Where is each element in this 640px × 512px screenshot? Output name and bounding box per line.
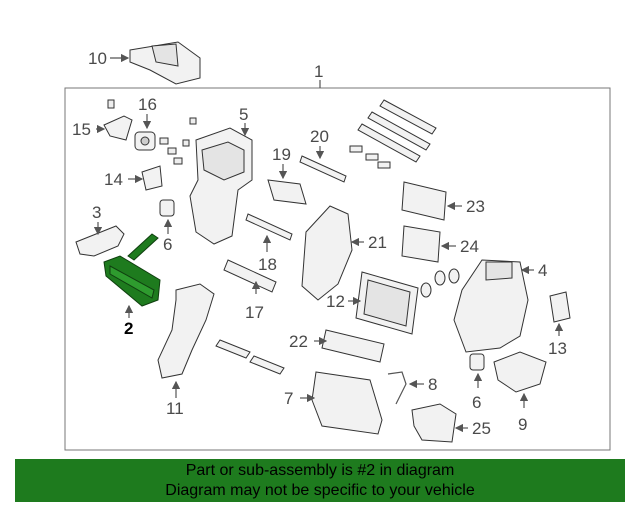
part-15[interactable] xyxy=(103,115,133,141)
callout-18[interactable]: 18 xyxy=(258,255,277,274)
footer-line-2: Diagram may not be specific to your vehi… xyxy=(165,482,475,499)
part-22[interactable] xyxy=(321,329,385,363)
callout-6a[interactable]: 6 xyxy=(163,235,172,254)
callout-23[interactable]: 23 xyxy=(466,197,485,216)
part-13[interactable] xyxy=(549,291,571,323)
part-16[interactable] xyxy=(134,131,156,151)
part-9[interactable] xyxy=(493,351,547,393)
part-18[interactable] xyxy=(245,213,293,241)
callout-16[interactable]: 16 xyxy=(138,95,157,114)
o-rings xyxy=(420,268,460,298)
callout-12[interactable]: 12 xyxy=(326,292,345,311)
part-25[interactable] xyxy=(411,403,457,443)
gaskets xyxy=(215,339,285,375)
part-3[interactable] xyxy=(75,225,125,257)
callout-6b[interactable]: 6 xyxy=(472,393,481,412)
callout-1[interactable]: 1 xyxy=(314,62,323,81)
part-14[interactable] xyxy=(141,165,163,191)
callout-9[interactable]: 9 xyxy=(518,415,527,434)
part-21[interactable] xyxy=(301,205,353,301)
callout-5[interactable]: 5 xyxy=(239,105,248,124)
seal-strips xyxy=(349,99,437,169)
part-17[interactable] xyxy=(223,259,277,293)
part-2-highlight[interactable] xyxy=(103,233,161,307)
callout-14[interactable]: 14 xyxy=(104,170,123,189)
callout-3[interactable]: 3 xyxy=(92,203,101,222)
part-7[interactable] xyxy=(311,371,383,435)
part-6b[interactable] xyxy=(469,353,485,371)
callout-25[interactable]: 25 xyxy=(472,419,491,438)
part-5[interactable] xyxy=(189,127,253,245)
part-10[interactable] xyxy=(129,41,201,85)
part-12[interactable] xyxy=(355,271,419,335)
part-24[interactable] xyxy=(401,225,441,263)
callout-8[interactable]: 8 xyxy=(428,375,437,394)
part-20[interactable] xyxy=(299,155,347,183)
callout-11[interactable]: 11 xyxy=(166,399,184,418)
part-19[interactable] xyxy=(267,179,307,205)
footer-line-1: Part or sub-assembly is #2 in diagram xyxy=(185,462,455,479)
callout-19[interactable]: 19 xyxy=(272,145,291,164)
part-4[interactable] xyxy=(453,259,529,353)
callout-10[interactable]: 10 xyxy=(88,49,107,68)
callout-15[interactable]: 15 xyxy=(72,120,91,139)
callout-4[interactable]: 4 xyxy=(538,261,547,280)
part-11[interactable] xyxy=(157,283,215,379)
callout-13[interactable]: 13 xyxy=(548,339,567,358)
part-6a[interactable] xyxy=(159,199,175,217)
callout-24[interactable]: 24 xyxy=(460,237,479,256)
fasteners xyxy=(107,99,197,165)
callout-17[interactable]: 17 xyxy=(245,303,264,322)
part-23[interactable] xyxy=(401,181,447,221)
part-8[interactable] xyxy=(387,371,407,405)
callout-7[interactable]: 7 xyxy=(284,389,293,408)
callout-22[interactable]: 22 xyxy=(289,332,308,351)
callout-20[interactable]: 20 xyxy=(310,127,329,146)
callout-2[interactable]: 2 xyxy=(124,319,133,338)
assembly-frame xyxy=(64,87,611,451)
callout-21[interactable]: 21 xyxy=(368,233,387,252)
footer-banner: Part or sub-assembly is #2 in diagram Di… xyxy=(15,459,625,502)
